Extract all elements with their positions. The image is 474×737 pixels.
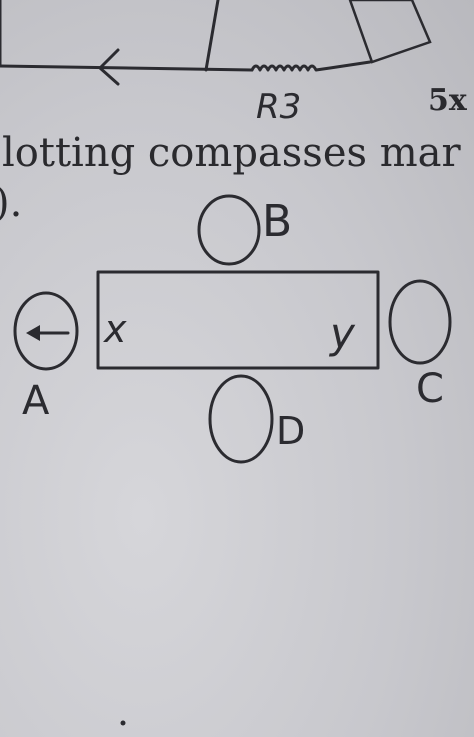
label-x: x xyxy=(103,307,127,351)
circuit-wire xyxy=(0,64,254,72)
label-y: y xyxy=(328,309,356,358)
label-c: C xyxy=(416,366,444,412)
circuit-wire-mid xyxy=(204,0,220,72)
label-a: A xyxy=(22,378,50,424)
ink-dot xyxy=(120,720,126,726)
compass-b-icon xyxy=(197,194,261,266)
left-arrow-icon xyxy=(26,325,40,341)
top-right-text: 5x xyxy=(428,83,468,118)
compass-d-icon xyxy=(208,374,274,464)
printed-line: lotting compasses mar xyxy=(2,130,462,176)
compass-c-icon xyxy=(388,279,452,365)
circuit-fragment xyxy=(0,0,432,86)
resistor-r3-icon xyxy=(250,60,372,72)
current-arrow-icon xyxy=(98,48,120,86)
component-box xyxy=(348,0,432,64)
magnet-rectangle xyxy=(96,270,380,370)
label-b: B xyxy=(262,196,292,247)
compass-a-icon xyxy=(13,291,79,371)
label-d: D xyxy=(276,409,305,453)
printed-fragment: ). xyxy=(0,180,22,226)
r3-label: R3 xyxy=(256,87,301,127)
